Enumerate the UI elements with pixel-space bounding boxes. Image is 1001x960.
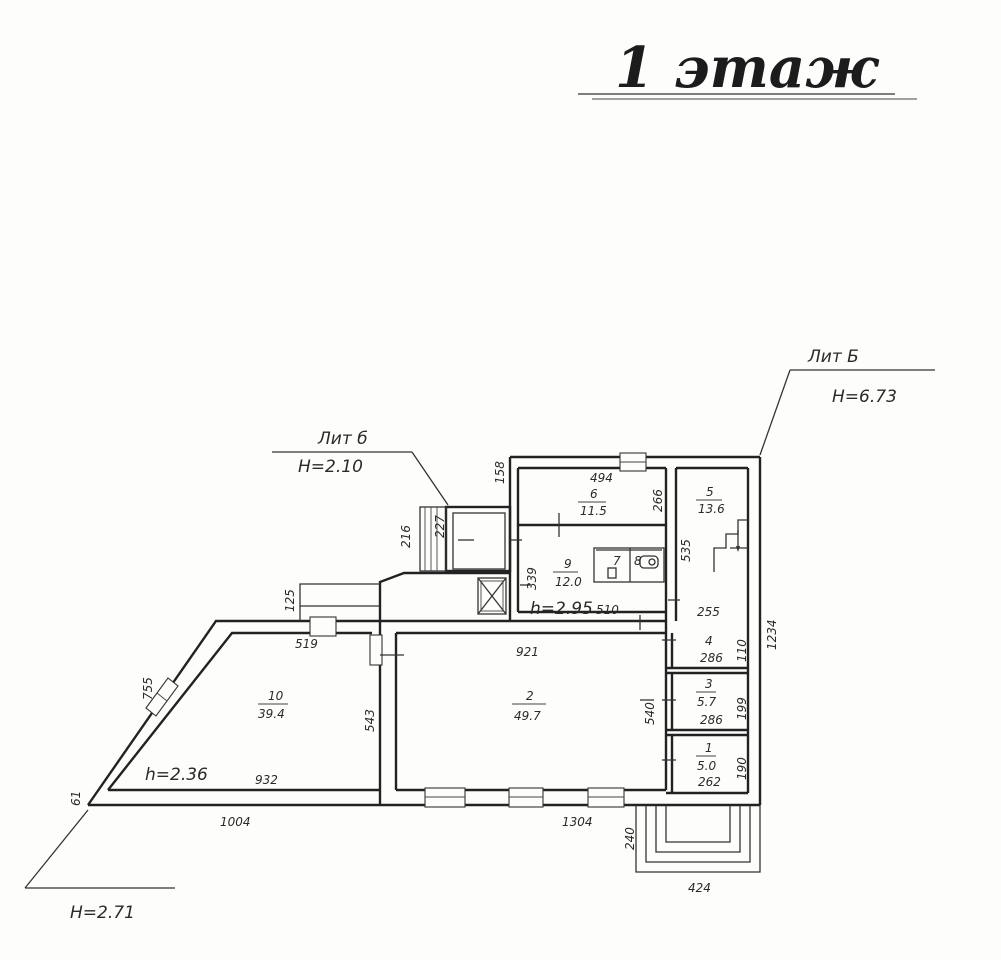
dimensions: 494 266 158 535 255 339 510 227 216 125 … [69, 461, 779, 895]
dim-158: 158 [493, 461, 507, 484]
room-10-number: 10 [268, 689, 284, 703]
dim-494: 494 [590, 471, 613, 485]
dim-339: 339 [525, 567, 539, 590]
room-5-area: 13.6 [698, 502, 725, 516]
height-label-left: Н=2.10 [298, 457, 363, 477]
dim-535: 535 [679, 539, 693, 562]
lit-label-left: Лит б [317, 429, 368, 449]
dim-262: 262 [698, 775, 721, 789]
bathroom-fixtures [607, 555, 659, 579]
room-9-area: 12.0 [555, 575, 582, 589]
lit-label-right: Лит Б [807, 347, 859, 367]
dim-240: 240 [623, 827, 637, 850]
dim-932: 932 [255, 773, 278, 787]
dim-540: 540 [643, 702, 657, 725]
dim-216: 216 [399, 525, 413, 548]
porch-steps [635, 805, 761, 873]
room-3-number: 3 [705, 677, 713, 691]
dim-255: 255 [697, 605, 720, 619]
dim-199: 199 [735, 697, 749, 720]
dim-110: 110 [735, 639, 749, 662]
room-1-number: 1 [705, 741, 713, 755]
dim-1004: 1004 [220, 815, 251, 829]
room-10-area: 39.4 [258, 707, 285, 721]
room-8-number: 8 [634, 554, 642, 568]
dim-543: 543 [363, 709, 377, 732]
room-6-area: 11.5 [580, 504, 607, 518]
room-3-area: 5.7 [697, 695, 716, 709]
room-4-number: 4 [705, 634, 713, 648]
dim-1304: 1304 [562, 815, 593, 829]
room-2-number: 2 [526, 689, 534, 703]
windows [145, 452, 647, 808]
dim-755: 755 [141, 677, 155, 700]
floor-title: 1 этаж [615, 35, 880, 101]
leader-lines [24, 369, 935, 889]
height-label-right: Н=6.73 [832, 387, 897, 407]
room-labels: 1 5.0 2 49.7 3 5.7 4 5 13.6 6 11.5 7 8 9… [258, 485, 725, 773]
room-7-number: 7 [613, 554, 621, 568]
dim-286b: 286 [700, 713, 723, 727]
height-label-bottom: Н=2.71 [70, 903, 135, 923]
dim-266: 266 [651, 489, 665, 512]
room-10-height: h=2.36 [145, 765, 208, 785]
dim-286a: 286 [700, 651, 723, 665]
dim-424: 424 [688, 881, 711, 895]
dim-510: 510 [596, 603, 619, 617]
dim-227: 227 [433, 515, 447, 538]
room-6-number: 6 [590, 487, 598, 501]
room-2-area: 49.7 [514, 709, 541, 723]
dim-519: 519 [295, 637, 318, 651]
staircase-icon [713, 519, 748, 572]
dim-921: 921 [516, 645, 539, 659]
dim-1234: 1234 [765, 619, 779, 650]
dim-125: 125 [283, 589, 297, 612]
room-1-area: 5.0 [697, 759, 716, 773]
room-9-height: h=2.95 [530, 599, 593, 619]
dim-190: 190 [735, 757, 749, 780]
room-9-number: 9 [564, 557, 572, 571]
door-marks [380, 513, 680, 761]
room-5-number: 5 [706, 485, 714, 499]
dim-61: 61 [69, 791, 83, 806]
